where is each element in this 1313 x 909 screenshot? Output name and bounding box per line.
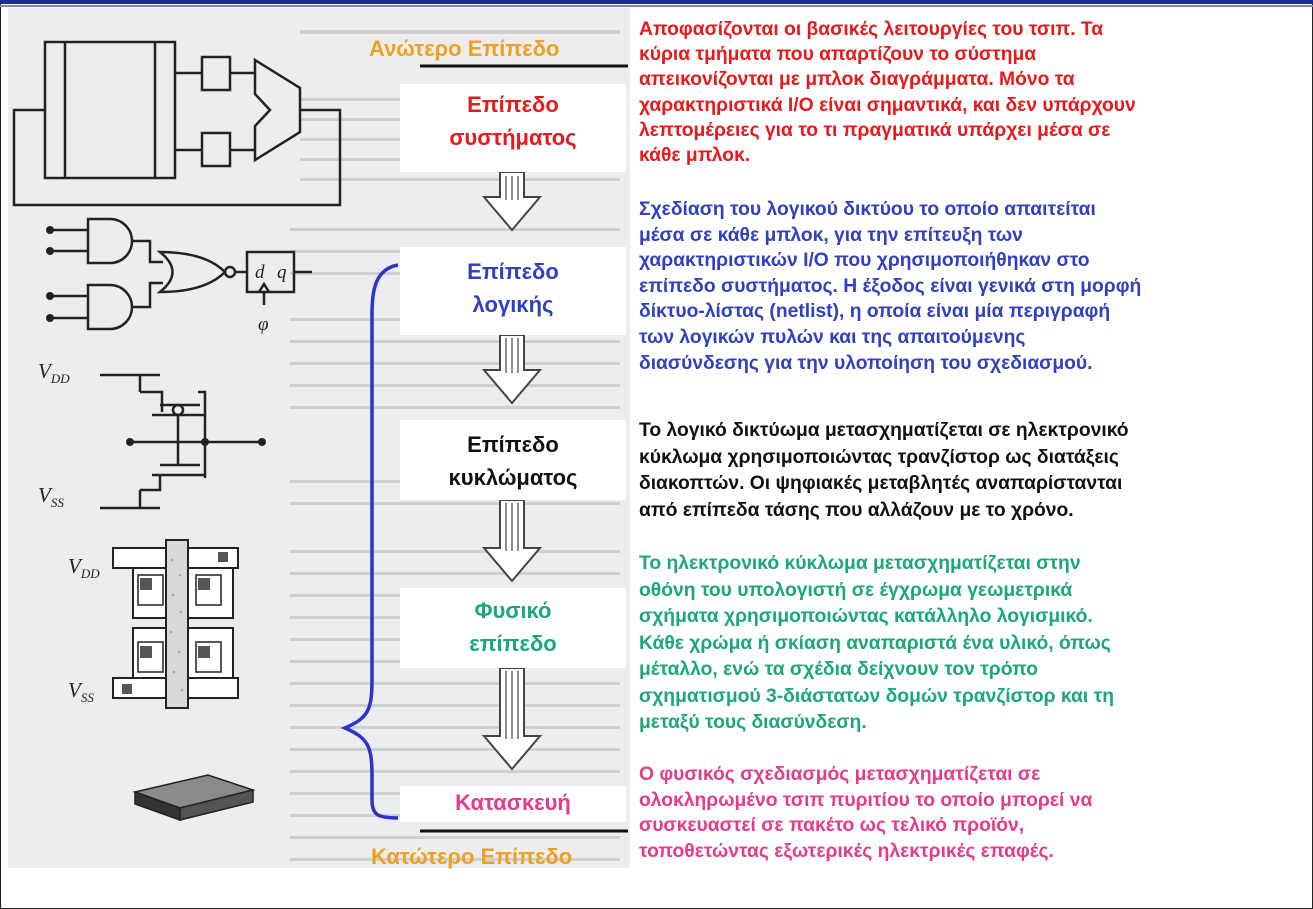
svg-text:VDD: VDD <box>68 554 100 581</box>
desc-line: των λογικών πυλών και της απαιτούμενης <box>639 326 1026 348</box>
top-rule <box>0 0 1313 4</box>
desc-line: κάθε μπλοκ. <box>639 145 751 167</box>
desc-line: επίπεδο συστήματος. Η έξοδος είναι γενικ… <box>639 275 1142 297</box>
desc-line: σχηματισμού 3-διάστατων δομών τρανζίστορ… <box>639 685 1114 707</box>
desc-line: κύρια τμήματα που απαρτίζουν το σύστημα <box>639 44 1037 66</box>
level-system: Επίπεδο συστήματος <box>400 84 626 172</box>
desc-line: χαρακτηριστικά I/O είναι σημαντικά, και … <box>639 94 1136 116</box>
level-circuit-line1: Επίπεδο <box>467 432 559 457</box>
vss-subscript-layout: SS <box>81 690 95 705</box>
cmos-inverter-schematic <box>100 373 262 510</box>
level-system-line1: Επίπεδο <box>467 92 559 117</box>
level-circuit-line2: κυκλώματος <box>448 465 578 490</box>
clock-phi-label: φ <box>258 314 269 335</box>
flipflop-d-label: d <box>255 262 265 283</box>
level-physical-line1: Φυσικό <box>474 598 552 623</box>
vss-subscript-circuit: SS <box>51 495 65 510</box>
desc-line: από επίπεδα τάσης που αλλάζουν με το χρό… <box>639 499 1074 521</box>
desc-line: κύκλωμα χρησιμοποιώντας τρανζίστορ ως δι… <box>639 446 1119 468</box>
desc-line: τοποθετώντας εξωτερικές ηλεκτρικές επαφέ… <box>639 840 1054 862</box>
range-brace <box>340 263 399 820</box>
level-logic-line2: λογικής <box>472 292 554 317</box>
level-physical-line2: επίπεδο <box>469 631 557 656</box>
description-physical: Το ηλεκτρονικό κύκλωμα μετασχηματίζεται … <box>639 551 1311 737</box>
desc-line: οθόνη του υπολογιστή σε έγχρωμα γεωμετρι… <box>639 579 1073 601</box>
level-system-line2: συστήματος <box>449 125 577 150</box>
level-fabrication: Κατασκευή <box>400 786 626 822</box>
desc-line: Ο φυσικός σχεδιασμός μετασχηματίζεται σε <box>639 764 1041 785</box>
level-circuit: Επίπεδο κυκλώματος <box>400 420 626 500</box>
level-logic: Επίπεδο λογικής <box>400 247 626 335</box>
vss-label-layout: V <box>68 678 83 702</box>
vdd-subscript-circuit: DD <box>50 371 70 386</box>
desc-line: μέταλλο, ενώ τα σχέδια δείχνουν τον τρόπ… <box>639 659 1038 680</box>
desc-line: μεταξύ τους διασύνδεση. <box>639 712 867 733</box>
svg-text:VDD: VDD <box>38 359 70 386</box>
desc-line: Το ηλεκτρονικό κύκλωμα μετασχηματίζεται … <box>639 553 1081 574</box>
desc-line: μέσα σε κάθε μπλοκ, για την επίτευξη των <box>639 224 1023 246</box>
top-level-label: Ανώτερο Επίπεδο <box>369 36 560 61</box>
vdd-label-circuit: V <box>38 359 53 383</box>
desc-line: ολοκληρωμένο τσιπ πυριτίου το οποίο μπορ… <box>639 789 1093 811</box>
level-fabrication-line1: Κατασκευή <box>455 790 571 815</box>
system-block-diagram <box>12 40 342 207</box>
vdd-subscript-layout: DD <box>80 566 100 581</box>
desc-line: Σχεδίαση του λογικού δικτύου το οποίο απ… <box>639 199 1096 220</box>
silicon-chip-picture <box>132 774 256 822</box>
desc-line: χαρακτηριστικών I/O που χρησιμοποιήθηκαν… <box>639 250 1090 272</box>
level-physical: Φυσικό επίπεδο <box>400 588 626 668</box>
flipflop-q-label: q <box>277 262 287 283</box>
desc-line: διασύνδεσης για την υλοποίηση του σχεδια… <box>639 352 1093 374</box>
description-system: Αποφασίζονται οι βασικές λειτουργίες του… <box>639 17 1311 168</box>
desc-line: συσκευαστεί σε πακέτο ως τελικό προϊόν, <box>639 815 1025 836</box>
physical-layout-drawing <box>112 539 239 709</box>
desc-line: Κάθε χρώμα ή σκίαση αναπαριστά ένα υλικό… <box>639 632 1111 654</box>
svg-text:VSS: VSS <box>38 483 64 510</box>
description-circuit: Το λογικό δικτύωμα μετασχηματίζεται σε η… <box>639 418 1311 524</box>
desc-line: δίκτυο-λίστας (netlist), η οποία είναι μ… <box>639 301 1111 323</box>
desc-line: απεικονίζονται με μπλοκ διαγράμματα. Μόν… <box>639 69 1075 91</box>
svg-text:VSS: VSS <box>68 678 94 705</box>
description-fabrication: Ο φυσικός σχεδιασμός μετασχηματίζεται σε… <box>639 762 1311 864</box>
logic-gate-diagram <box>52 217 312 331</box>
desc-line: Αποφασίζονται οι βασικές λειτουργίες του… <box>639 19 1104 40</box>
desc-line: διακοπτών. Οι ψηφιακές μεταβλητές αναπαρ… <box>639 473 1123 494</box>
desc-line: λεπτομέρειες για το τι πραγματικά υπάρχε… <box>639 119 1111 141</box>
top-rule-secondary <box>0 5 1313 7</box>
desc-line: σχήματα χρησιμοποιώντας κατάλληλο λογισμ… <box>639 606 1093 627</box>
desc-line: Το λογικό δικτύωμα μετασχηματίζεται σε η… <box>639 420 1129 441</box>
bottom-level-label: Κατώτερο Επίπεδο <box>371 844 573 869</box>
level-logic-line1: Επίπεδο <box>467 259 559 284</box>
vdd-label-layout: V <box>68 554 83 578</box>
vss-label-circuit: V <box>38 483 53 507</box>
description-logic: Σχεδίαση του λογικού δικτύου το οποίο απ… <box>639 197 1311 376</box>
